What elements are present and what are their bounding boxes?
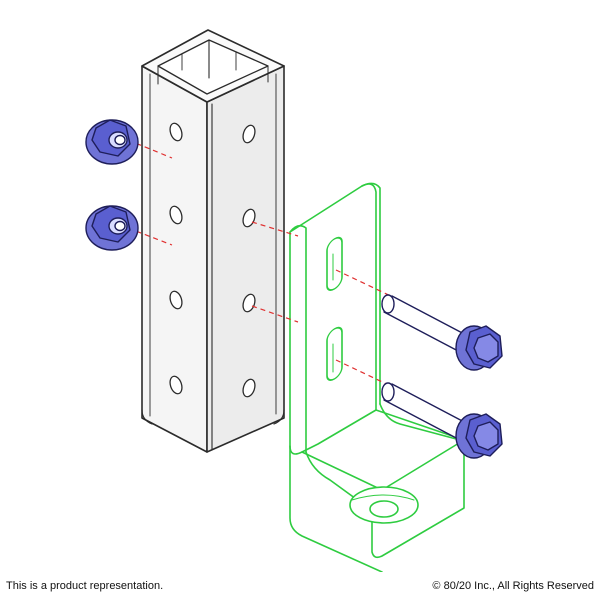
profile-hole [242,293,256,313]
bracket-base-hole [369,500,399,518]
profile-hole [169,205,183,225]
profile-hole [169,290,183,310]
bracket-vertical-face [289,183,377,455]
flange-nut [85,119,139,165]
bracket-slot [326,236,343,291]
bracket-slot [326,326,343,381]
footer: This is a product representation. © 80/2… [0,580,600,596]
flange-bolt [381,294,503,371]
square-tube-profile [141,29,285,453]
copyright-text: © 80/20 Inc., All Rights Reserved [432,580,594,592]
corner-bracket [289,182,465,572]
profile-hole [242,124,256,144]
flange-bolt [381,382,503,459]
assembly-diagram [85,29,503,572]
bracket-base [289,445,383,572]
profile-hole [242,378,256,398]
flange-nut [85,205,139,251]
profile-hole [169,375,183,395]
profile-hole [169,122,183,142]
disclaimer-text: This is a product representation. [6,580,164,592]
